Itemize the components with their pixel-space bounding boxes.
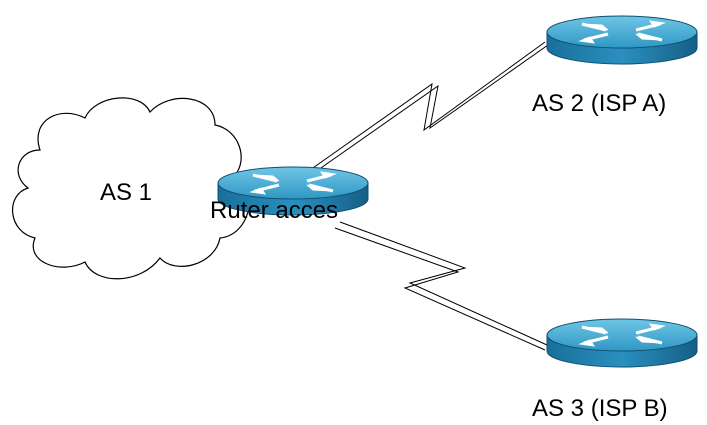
isp-b-label: AS 3 (ISP B) (532, 395, 668, 422)
isp-a-label: AS 2 (ISP A) (532, 90, 666, 117)
isp-b-router-icon (545, 317, 699, 369)
isp-a-router-icon (545, 14, 699, 66)
link-isp-b (339, 221, 548, 346)
link-isp-a (317, 44, 549, 171)
as1-label: AS 1 (100, 179, 152, 206)
access-router-label: Ruter acces (210, 197, 338, 224)
as1-cloud (12, 97, 250, 280)
